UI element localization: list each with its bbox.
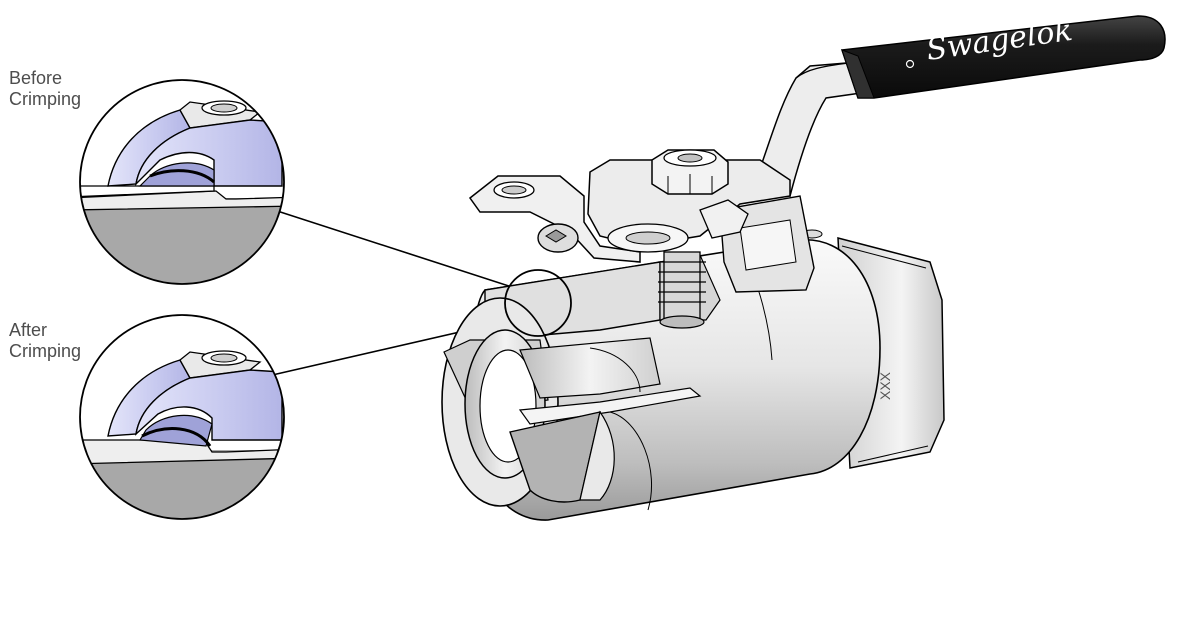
- stem-assembly: [468, 149, 815, 329]
- valve-handle: Swagelok: [750, 13, 1166, 197]
- before-label-line-2: Crimping: [9, 89, 82, 109]
- after-crimping-label: After Crimping: [9, 320, 81, 362]
- after-label-line-2: Crimping: [9, 341, 82, 361]
- before-crimping-magnified-view: [79, 79, 285, 285]
- after-label-line-1: After: [9, 320, 48, 340]
- detail-area-indicator-circle: [504, 269, 572, 337]
- after-crimping-magnified-view: [79, 314, 285, 520]
- before-label-line-1: Before: [9, 68, 63, 88]
- valve-body: XXX: [441, 229, 945, 521]
- before-crimping-label: Before Crimping: [9, 68, 81, 110]
- registered-mark-icon: [905, 59, 915, 69]
- body-marking-stamp: XXX: [877, 371, 893, 400]
